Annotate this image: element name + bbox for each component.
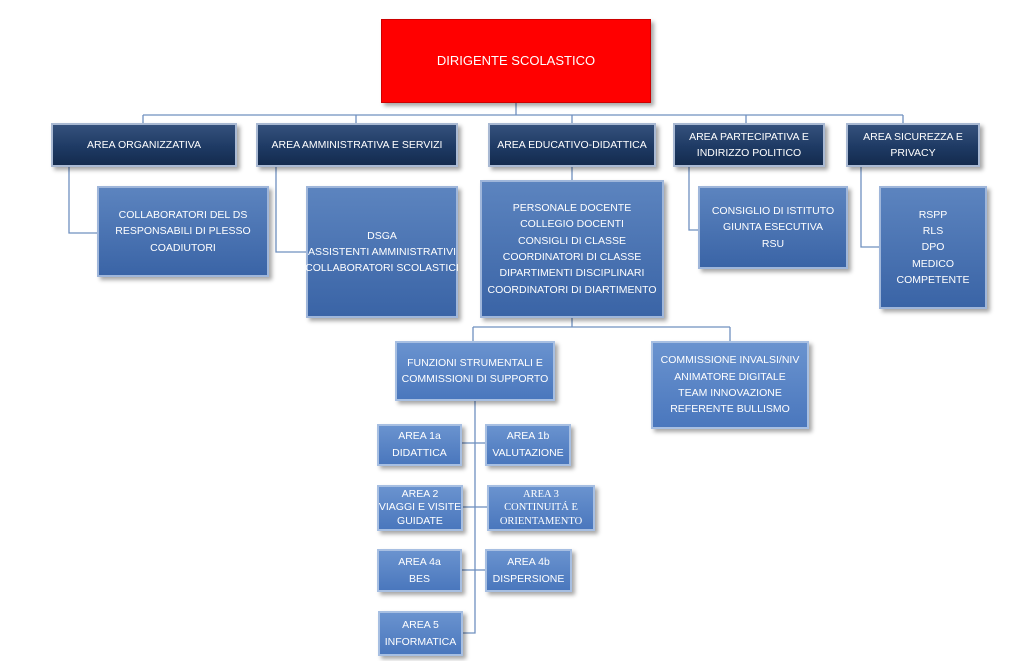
detail-line: COLLABORATORI DEL DS bbox=[118, 209, 248, 222]
area-5-box: AREA 5 INFORMATICA bbox=[378, 611, 463, 656]
subarea-line: DIDATTICA bbox=[392, 447, 447, 459]
detail-line: COADIUTORI bbox=[150, 241, 216, 254]
area-4b-box: AREA 4b DISPERSIONE bbox=[485, 549, 572, 592]
subarea-line: DISPERSIONE bbox=[492, 572, 565, 585]
detail-line: MEDICO bbox=[912, 257, 954, 270]
detail-line: COMPETENTE bbox=[896, 273, 970, 286]
amministrativa-details-box: DSGA ASSISTENTI AMMINISTRATIVI COLLABORA… bbox=[305, 186, 459, 318]
detail-line: CONSIGLIO DI ISTITUTO bbox=[711, 205, 835, 218]
commissione-line: REFERENTE BULLISMO bbox=[670, 403, 790, 416]
detail-line: COLLEGIO DOCENTI bbox=[520, 218, 624, 231]
detail-line: COLLABORATORI SCOLASTICI bbox=[305, 262, 459, 275]
subarea-line: CONTINUITÁ E bbox=[504, 502, 578, 514]
commissione-line: ANIMATORE DIGITALE bbox=[674, 370, 786, 383]
detail-line: COORDINATORI DI CLASSE bbox=[502, 251, 642, 263]
subarea-line: AREA 4a bbox=[398, 555, 441, 568]
area-1a-box: AREA 1a DIDATTICA bbox=[377, 424, 462, 466]
funzioni-line: FUNZIONI STRUMENTALI E bbox=[407, 356, 543, 369]
funzioni-strumentali-box: FUNZIONI STRUMENTALI E COMMISSIONI DI SU… bbox=[395, 341, 555, 401]
subarea-line: AREA 1a bbox=[398, 430, 441, 443]
area-2-box: AREA 2 VIAGGI E VISITE GUIDATE bbox=[377, 485, 463, 531]
sicurezza-details-box: RSPP RLS DPO MEDICO COMPETENTE bbox=[879, 186, 987, 309]
subarea-line: INFORMATICA bbox=[384, 635, 457, 648]
area-partecipativa-label: AREA PARTECIPATIVA E INDIRIZZO POLITICO bbox=[689, 130, 809, 159]
subarea-line: BES bbox=[408, 572, 430, 585]
commissione-box: COMMISSIONE INVALSI/NIV ANIMATORE DIGITA… bbox=[651, 341, 809, 429]
detail-line: CONSIGLI DI CLASSE bbox=[518, 234, 626, 247]
organizzativa-details-box: COLLABORATORI DEL DS RESPONSABILI DI PLE… bbox=[97, 186, 269, 277]
area-amministrativa-box: AREA AMMINISTRATIVA E SERVIZI bbox=[256, 123, 458, 167]
educativo-details-box: PERSONALE DOCENTE COLLEGIO DOCENTI CONSI… bbox=[480, 180, 664, 318]
area-partecipativa-box: AREA PARTECIPATIVA E INDIRIZZO POLITICO bbox=[673, 123, 825, 167]
detail-line: DPO bbox=[921, 241, 945, 254]
area-educativo-didattica-box: AREA EDUCATIVO-DIDATTICA bbox=[488, 123, 656, 167]
area-organizzativa-label: AREA ORGANIZZATIVA bbox=[87, 138, 201, 151]
detail-line: COORDINATORI DI DIARTIMENTO bbox=[487, 283, 657, 296]
detail-line: DSGA bbox=[367, 229, 397, 242]
detail-line: DIPARTIMENTI DISCIPLINARI bbox=[499, 267, 645, 280]
subarea-line: VALUTAZIONE bbox=[492, 447, 564, 459]
detail-line: ASSISTENTI AMMINISTRATIVI bbox=[308, 245, 456, 258]
area-educativo-didattica-label: AREA EDUCATIVO-DIDATTICA bbox=[497, 138, 647, 151]
subarea-line: AREA 2 bbox=[401, 487, 439, 500]
subarea-line: AREA 1b bbox=[506, 430, 550, 443]
commissione-line: COMMISSIONE INVALSI/NIV bbox=[660, 354, 800, 367]
subarea-line: GUIDATE bbox=[397, 514, 443, 527]
subarea-line: AREA 5 bbox=[402, 618, 439, 631]
funzioni-line: COMMISSIONI DI SUPPORTO bbox=[401, 373, 549, 385]
area-3-box: AREA 3 CONTINUITÁ E ORIENTAMENTO bbox=[487, 485, 595, 531]
area-sicurezza-box: AREA SICUREZZA E PRIVACY bbox=[846, 123, 980, 167]
commissione-line: TEAM INNOVAZIONE bbox=[678, 387, 782, 399]
partecipativa-details-box: CONSIGLIO DI ISTITUTO GIUNTA ESECUTIVA R… bbox=[698, 186, 848, 269]
detail-line: RSPP bbox=[918, 208, 948, 221]
area-amministrativa-label: AREA AMMINISTRATIVA E SERVIZI bbox=[271, 138, 443, 151]
dirigente-scolastico-box: DIRIGENTE SCOLASTICO bbox=[381, 19, 651, 103]
detail-line: GIUNTA ESECUTIVA bbox=[723, 221, 823, 234]
dirigente-scolastico-label: DIRIGENTE SCOLASTICO bbox=[436, 52, 596, 68]
detail-line: RESPONSABILI DI PLESSO bbox=[115, 225, 251, 238]
detail-line: RSU bbox=[761, 237, 785, 250]
detail-line: PERSONALE DOCENTE bbox=[512, 202, 632, 215]
subarea-line: ORIENTAMENTO bbox=[499, 515, 583, 527]
subarea-line: AREA 3 bbox=[523, 488, 559, 500]
subarea-line: VIAGGI E VISITE bbox=[378, 501, 462, 514]
subarea-line: AREA 4b bbox=[507, 555, 550, 568]
area-4a-box: AREA 4a BES bbox=[377, 549, 462, 592]
area-sicurezza-label: AREA SICUREZZA E PRIVACY bbox=[863, 130, 963, 159]
area-1b-box: AREA 1b VALUTAZIONE bbox=[485, 424, 571, 466]
detail-line: RLS bbox=[922, 225, 944, 238]
area-organizzativa-box: AREA ORGANIZZATIVA bbox=[51, 123, 237, 167]
